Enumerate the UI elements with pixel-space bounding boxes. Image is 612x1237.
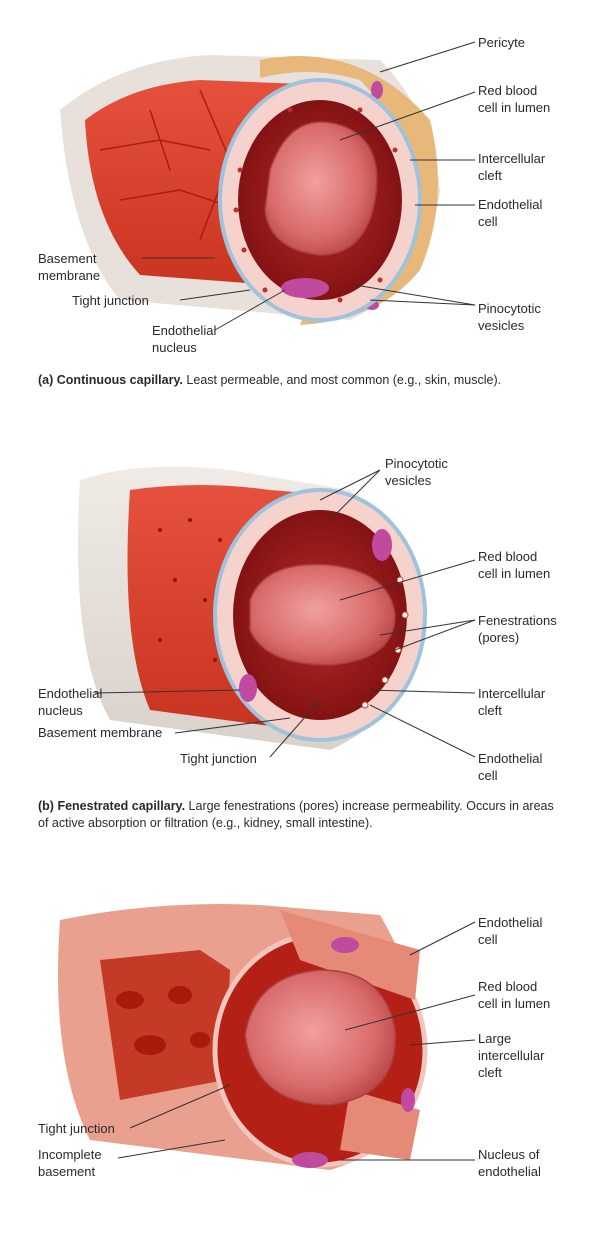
label-tight-junction-b: Tight junction — [180, 750, 257, 767]
caption-a-title: Continuous capillary. — [57, 373, 183, 387]
label-red-blood-cell-c: Red blood cell in lumen — [478, 978, 550, 1012]
caption-a: (a) Continuous capillary. Least permeabl… — [38, 372, 558, 389]
label-basement-membrane-b: Basement membrane — [38, 724, 162, 741]
label-pericyte: Pericyte — [478, 34, 525, 51]
label-tight-junction-c: Tight junction — [38, 1120, 115, 1137]
label-tight-junction: Tight junction — [72, 292, 149, 309]
label-endothelial-nucleus-b: Endothelial nucleus — [38, 685, 102, 719]
label-nucleus-of-endothelial: Nucleus of endothelial — [478, 1146, 541, 1180]
panel-a-illustration — [60, 42, 475, 330]
label-fenestrations: Fenestrations (pores) — [478, 612, 557, 646]
caption-b: (b) Fenestrated capillary. Large fenestr… — [38, 798, 558, 832]
label-incomplete-basement: Incomplete basement — [38, 1146, 102, 1180]
label-intercellular-cleft: Intercellular cleft — [478, 150, 545, 184]
panel-b-illustration — [78, 467, 475, 757]
panel-c-illustration — [58, 904, 475, 1170]
label-pinocytotic-vesicles: Pinocytotic vesicles — [478, 300, 541, 334]
label-large-intercellular-cleft: Large intercellular cleft — [478, 1030, 544, 1081]
label-red-blood-cell: Red blood cell in lumen — [478, 82, 550, 116]
label-endothelial-cell-c: Endothelial cell — [478, 914, 542, 948]
caption-b-letter: (b) — [38, 799, 54, 813]
label-red-blood-cell-b: Red blood cell in lumen — [478, 548, 550, 582]
label-endothelial-cell-b: Endothelial cell — [478, 750, 542, 784]
caption-a-letter: (a) — [38, 373, 53, 387]
label-endothelial-cell: Endothelial cell — [478, 196, 542, 230]
label-endothelial-nucleus: Endothelial nucleus — [152, 322, 216, 356]
caption-b-title: Fenestrated capillary. — [57, 799, 185, 813]
label-pinocytotic-vesicles-b: Pinocytotic vesicles — [385, 455, 448, 489]
caption-a-text: Least permeable, and most common (e.g., … — [183, 373, 501, 387]
label-basement-membrane: Basement membrane — [38, 250, 100, 284]
label-intercellular-cleft-b: Intercellular cleft — [478, 685, 545, 719]
